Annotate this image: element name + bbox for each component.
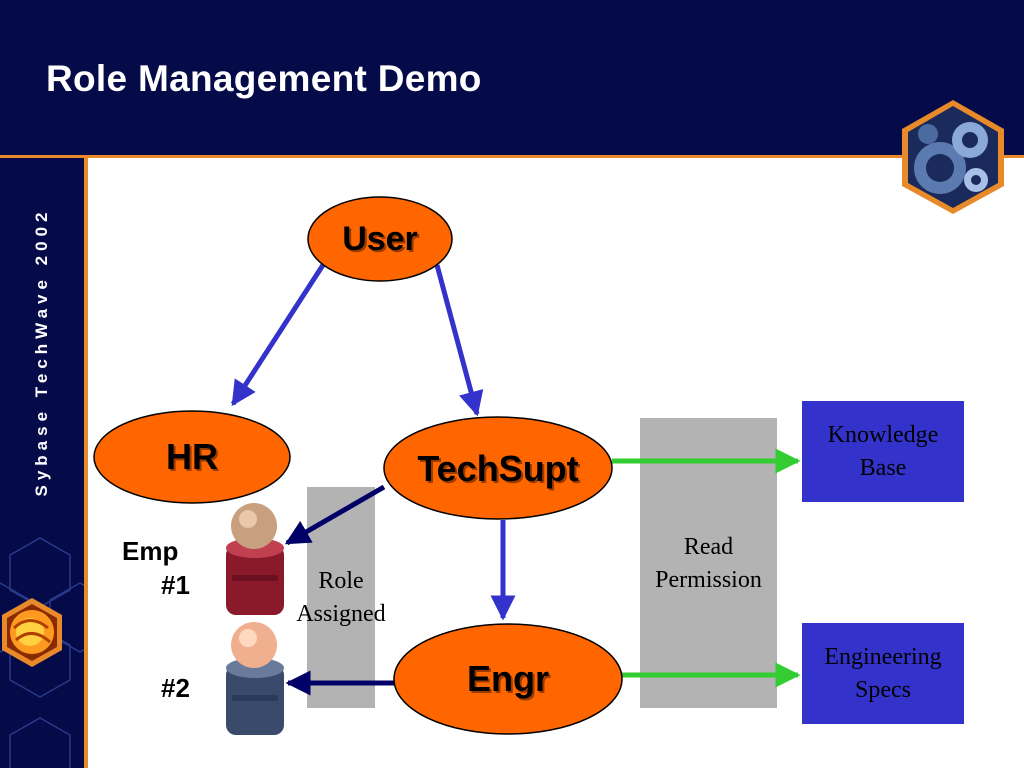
knowledge-base-box: Knowledge Base <box>802 401 964 502</box>
read-permission-line-2: Permission <box>655 567 762 593</box>
role-assigned-label: Role Assigned <box>296 567 385 629</box>
techsupt-node <box>383 416 613 520</box>
knowledge-base-line-2: Base <box>859 454 907 481</box>
engineering-specs-line-1: Engineering <box>824 643 942 670</box>
role-assigned-line-2: Assigned <box>296 601 386 627</box>
user-node-label: User <box>342 219 418 258</box>
engineering-specs-line-2: Specs <box>855 676 911 703</box>
header-divider <box>0 155 1024 158</box>
read-permission-box <box>640 418 777 708</box>
emp1-label-line-1: Emp <box>122 536 179 566</box>
arrow-user-to-techsupt <box>434 264 484 417</box>
sidebar-hex-pattern <box>0 537 84 768</box>
employee-2-icon <box>226 622 284 735</box>
user-node <box>307 196 453 282</box>
gears-logo-icon <box>902 100 1004 214</box>
employee-1-icon <box>226 503 284 615</box>
read-permission-label: Read Permission <box>640 531 777 597</box>
hr-node-label: HR <box>166 436 218 477</box>
techsupt-node-label: TechSupt <box>417 448 579 489</box>
arrow-user-to-hr <box>230 263 326 407</box>
hr-node <box>93 410 291 504</box>
engineering-specs-box: Engineering Specs <box>802 623 964 724</box>
arrow-techsupt-to-emp1 <box>284 484 386 546</box>
sidebar <box>0 158 84 768</box>
sidebar-hex-logo <box>2 598 62 667</box>
emp2-label: #2 <box>161 673 190 703</box>
emp1-label-line-2: #1 <box>161 570 190 600</box>
read-permission-line-1: Read <box>683 534 734 560</box>
role-assigned-line-1: Role <box>318 568 364 594</box>
slide-title: Role Management Demo <box>46 58 482 99</box>
engr-node <box>393 623 623 735</box>
sidebar-divider <box>84 158 88 768</box>
engr-node-label: Engr <box>466 658 549 699</box>
header-bar <box>0 0 1024 155</box>
knowledge-base-line-1: Knowledge <box>827 421 939 448</box>
